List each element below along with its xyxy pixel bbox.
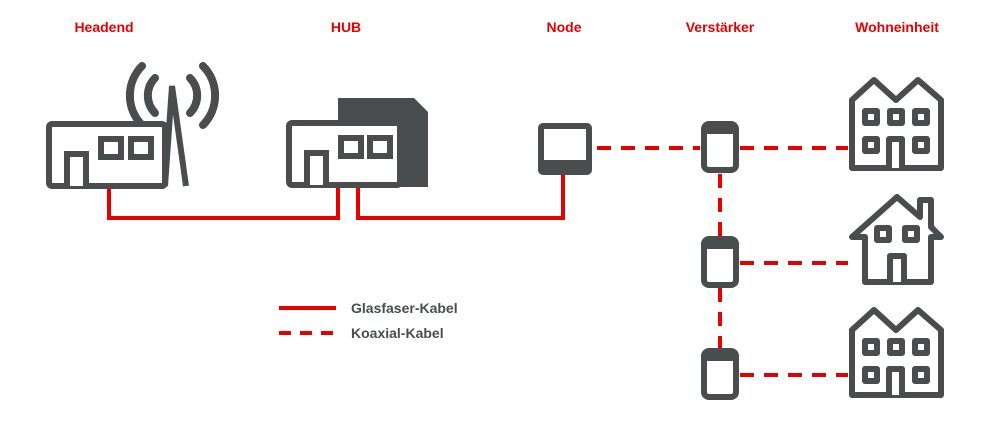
- amplifier-icon: [701, 348, 739, 400]
- apartment-building-icon: [849, 77, 944, 171]
- fiber-cables: [107, 174, 565, 220]
- label-wohneinheit: Wohneinheit: [855, 19, 939, 35]
- label-headend: Headend: [74, 19, 134, 35]
- apartment-building-icon: [849, 307, 944, 398]
- fiber-headend-hub: [107, 187, 340, 220]
- coax-cables: [597, 146, 848, 377]
- node-box-icon: [538, 123, 592, 175]
- amplifier-icon: [701, 236, 739, 288]
- label-verstaerker: Verstärker: [685, 19, 755, 35]
- house-icon: [849, 194, 944, 285]
- amplifier-icon: [701, 121, 739, 173]
- legend-fiber-label: Glasfaser-Kabel: [351, 300, 458, 316]
- legend-coax-label: Koaxial-Kabel: [351, 325, 444, 341]
- label-node: Node: [546, 19, 582, 35]
- fiber-hub-node: [356, 174, 565, 220]
- headend-building-antenna-icon: [46, 62, 220, 189]
- label-hub: HUB: [330, 19, 362, 35]
- hub-building-icon: [286, 98, 428, 188]
